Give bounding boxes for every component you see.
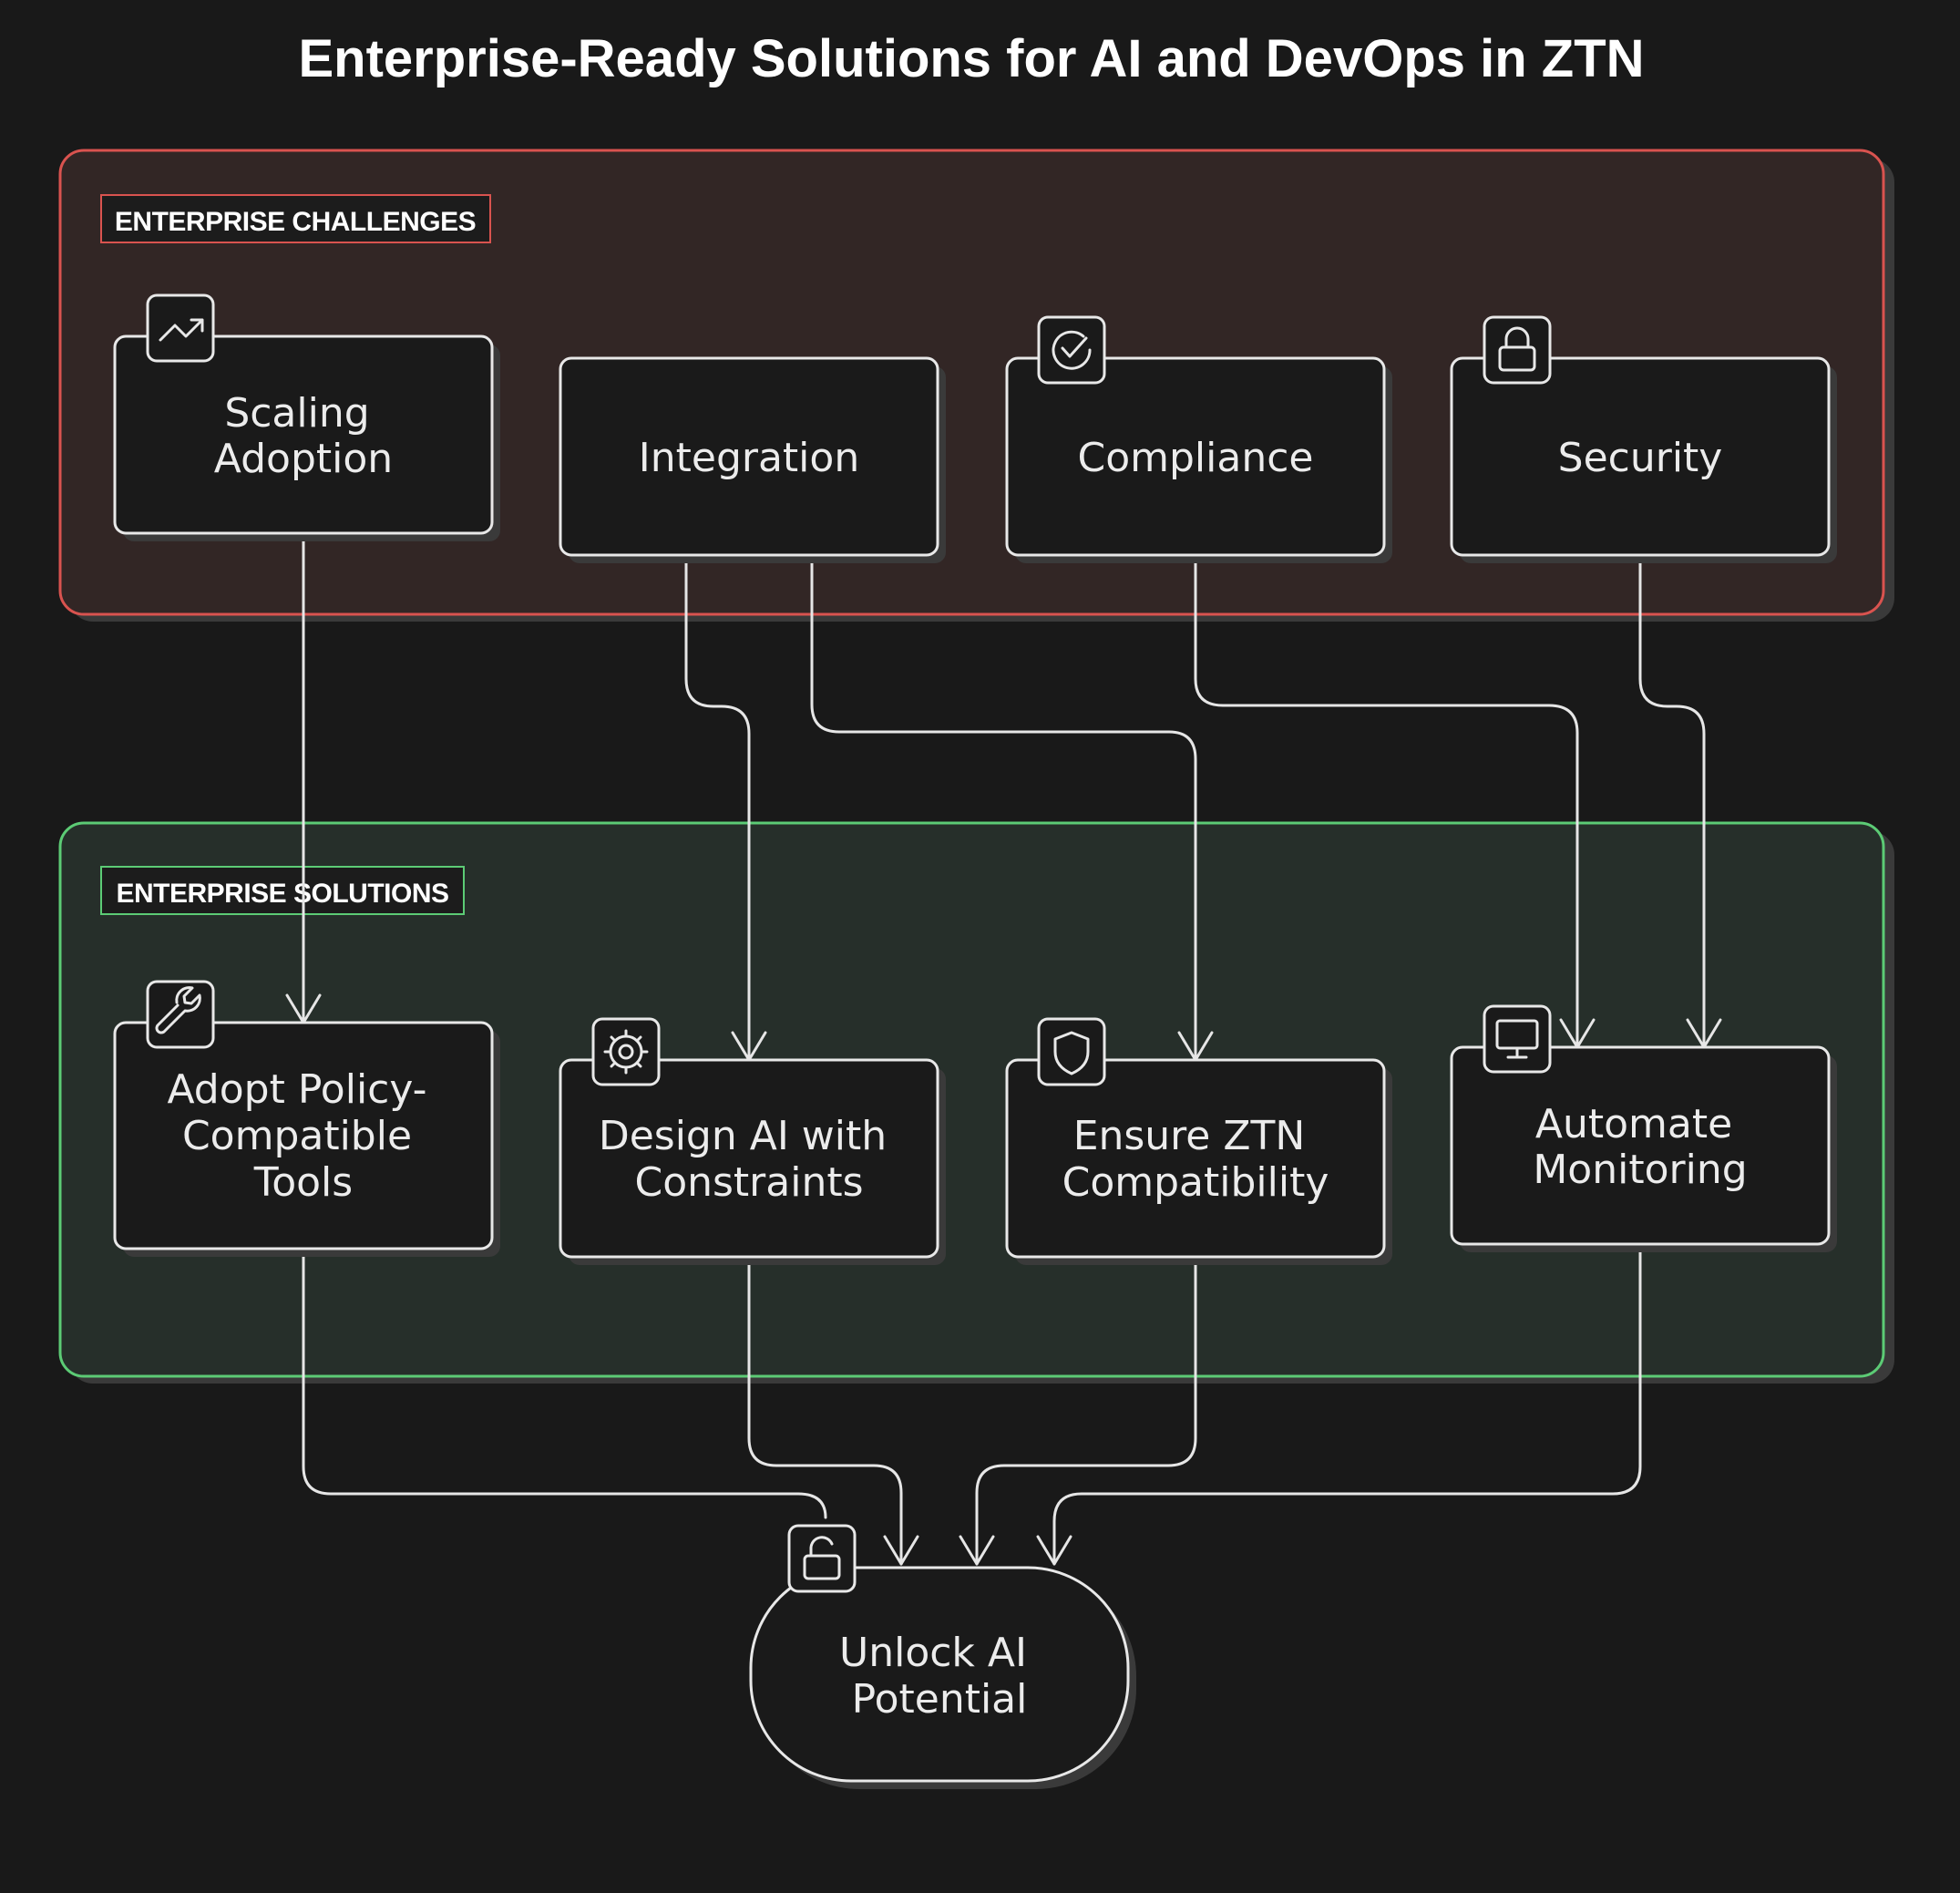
monitor-icon	[1483, 1004, 1552, 1074]
solutions-group-frame	[58, 821, 1885, 1378]
node-scaling-adoption[interactable]: Scaling Adoption	[113, 293, 500, 541]
svg-text:Integration: Integration	[639, 435, 859, 481]
challenges-group-frame	[58, 149, 1885, 616]
shield-icon	[1037, 1017, 1106, 1086]
node-unlock-ai-box[interactable]	[749, 1566, 1130, 1783]
node-automate-monitoring-box[interactable]	[1450, 1045, 1831, 1246]
node-security[interactable]: Security	[1450, 315, 1837, 563]
solutions-group-label: ENTERPRISE SOLUTIONS	[116, 879, 448, 909]
lock-icon	[1483, 315, 1552, 385]
svg-text:Adopt Policy- Compatible: Adopt Policy- Compatible Tools	[167, 1066, 439, 1206]
node-security-box[interactable]	[1450, 356, 1831, 557]
svg-text:Compliance: Compliance	[1078, 435, 1314, 481]
node-ensure-ztn-line-2: Compatibility	[1062, 1159, 1329, 1206]
node-scaling-adoption-line-2: Adoption	[214, 436, 393, 482]
node-unlock-ai-line-1: Unlock AI	[839, 1630, 1027, 1676]
node-automate-monitoring-line-1: Automate	[1535, 1101, 1732, 1147]
node-adopt-policy-compatible-tools-box[interactable]	[113, 1021, 494, 1250]
edges	[302, 531, 1706, 1566]
node-unlock-ai-potential[interactable]: Unlock AI Potential	[749, 1524, 1136, 1789]
node-design-ai-with-constraints[interactable]: Design AI with Constraints	[559, 1017, 946, 1265]
svg-text:Scaling Adoption: Scaling Adoption	[214, 390, 393, 482]
edge-design-to-unlock	[747, 1256, 903, 1566]
edge-integration-to-ztn	[810, 554, 1197, 1062]
node-scaling-adoption-line-1: Scaling	[224, 390, 369, 437]
node-compliance-line-1: Compliance	[1078, 435, 1314, 481]
edge-compliance-to-monitoring	[1194, 554, 1579, 1049]
edge-ztn-to-unlock	[975, 1256, 1197, 1566]
svg-text:Security: Security	[1558, 435, 1723, 481]
trending-up-icon	[146, 293, 215, 363]
node-ensure-ztn-line-1: Ensure ZTN	[1073, 1113, 1306, 1159]
node-adopt-policy-line-2: Compatible	[182, 1113, 412, 1159]
node-automate-monitoring-line-2: Monitoring	[1533, 1147, 1747, 1193]
node-unlock-ai-line-2: Potential	[852, 1676, 1028, 1723]
node-integration[interactable]: Integration	[559, 356, 946, 563]
node-design-ai-line-1: Design AI with	[599, 1113, 887, 1159]
edge-policy-to-unlock	[302, 1248, 827, 1519]
arrowhead-unlock-c	[1036, 1535, 1072, 1566]
node-design-ai-box[interactable]	[559, 1058, 939, 1259]
edge-security-to-monitoring	[1638, 554, 1706, 1049]
svg-text:Automate Monitoring: Automate Monitoring	[1533, 1101, 1747, 1193]
check-circle-icon	[1037, 315, 1106, 385]
node-security-line-1: Security	[1558, 435, 1723, 481]
arrowhead-unlock-a	[883, 1535, 919, 1566]
node-design-ai-line-2: Constraints	[634, 1159, 863, 1206]
node-scaling-adoption-box[interactable]	[113, 334, 494, 535]
arrowhead-unlock-b	[959, 1535, 995, 1566]
node-integration-box[interactable]	[559, 356, 939, 557]
gear-icon	[591, 1017, 661, 1086]
node-automate-monitoring[interactable]: Automate Monitoring	[1450, 1004, 1837, 1252]
unlock-icon	[787, 1524, 857, 1593]
node-adopt-policy-compatible-tools[interactable]: Adopt Policy- Compatible Tools	[113, 980, 500, 1257]
node-compliance-box[interactable]	[1005, 356, 1386, 557]
challenges-group-label-box	[100, 194, 491, 243]
node-ensure-ztn-box[interactable]	[1005, 1058, 1386, 1259]
node-integration-line-1: Integration	[639, 435, 859, 481]
challenges-group-label: ENTERPRISE CHALLENGES	[115, 207, 476, 237]
node-adopt-policy-line-3: Tools	[253, 1159, 353, 1206]
svg-text:Design AI with Constrain: Design AI with Constraints	[599, 1113, 899, 1206]
diagram-title: Enterprise-Ready Solutions for AI and De…	[298, 29, 1644, 88]
challenges-group: ENTERPRISE CHALLENGES	[58, 149, 1894, 622]
svg-text:Unlock AI Potential: Unlock AI Potential	[839, 1630, 1040, 1723]
solutions-group: ENTERPRISE SOLUTIONS	[58, 821, 1894, 1384]
node-ensure-ztn-compatibility[interactable]: Ensure ZTN Compatibility	[1005, 1017, 1392, 1265]
solutions-group-label-box	[100, 866, 465, 915]
node-adopt-policy-line-1: Adopt Policy-	[167, 1066, 426, 1113]
svg-text:Ensure ZTN Compatibility: Ensure ZTN Compatibility	[1062, 1113, 1329, 1206]
edge-integration-to-design	[684, 554, 751, 1062]
node-compliance[interactable]: Compliance	[1005, 315, 1392, 563]
edge-monitoring-to-unlock	[1052, 1244, 1642, 1566]
wrench-icon	[146, 980, 215, 1049]
